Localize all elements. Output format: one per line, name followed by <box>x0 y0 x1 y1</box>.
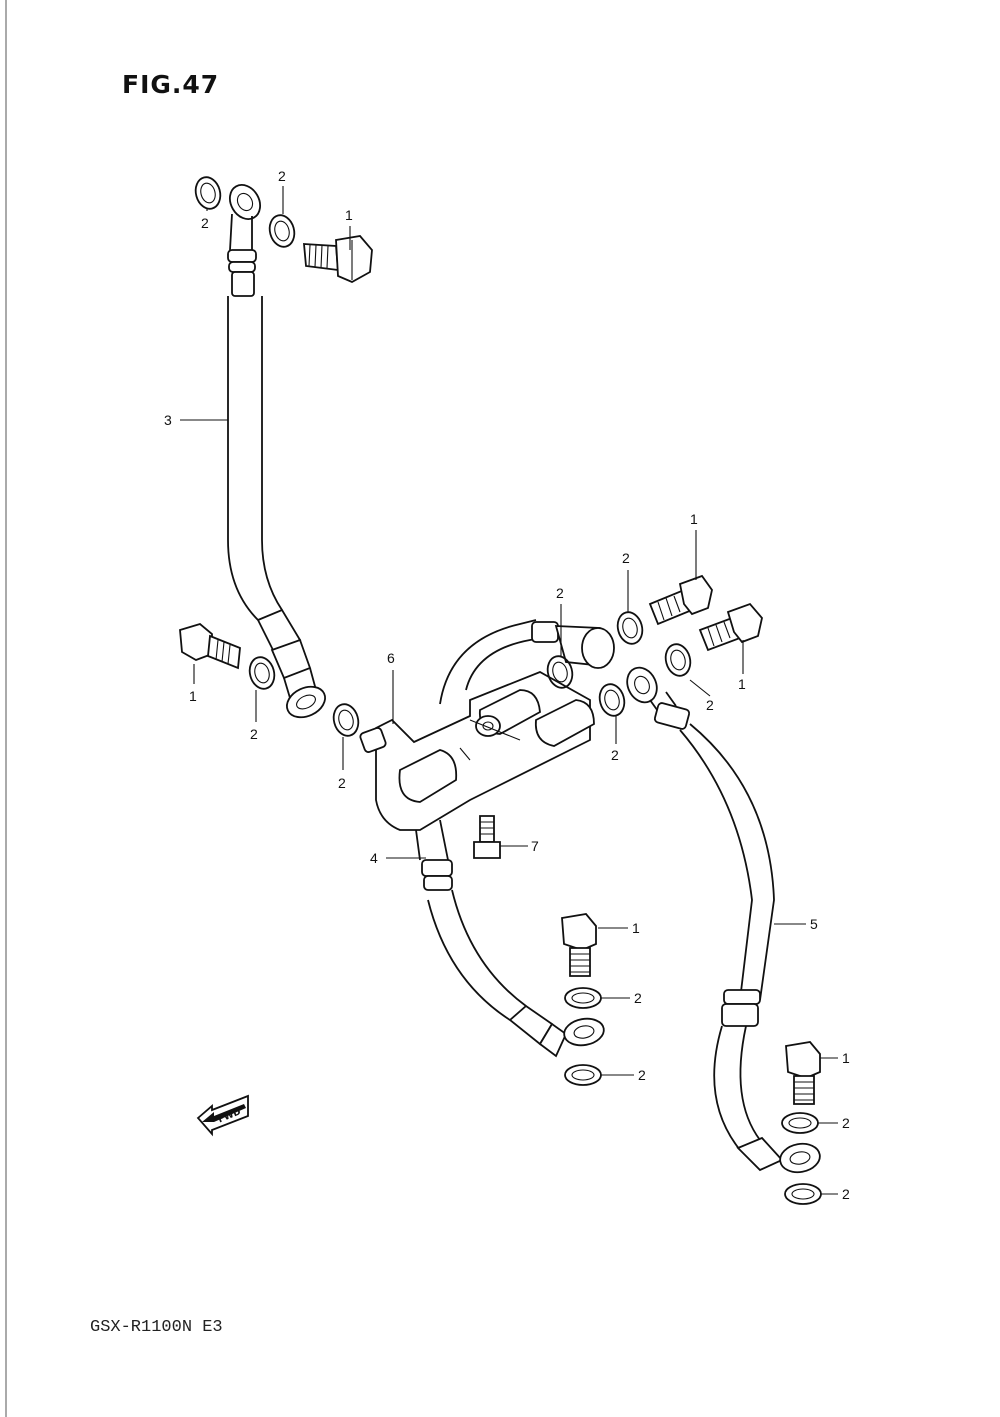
callout-2-lower-mid-a: 2 <box>634 990 642 1006</box>
banjo-bolt-lower-right <box>785 1041 821 1105</box>
brake-hose-4 <box>415 819 605 1058</box>
callout-3: 3 <box>164 412 172 428</box>
washer-left-b <box>332 703 360 737</box>
banjo-bolt-left <box>179 622 241 670</box>
banjo-bolt-right-b <box>698 602 763 652</box>
washer-left-a <box>248 656 276 690</box>
callout-1-right-a: 1 <box>690 511 698 527</box>
callout-1-top: 1 <box>345 207 353 223</box>
callout-1-left: 1 <box>189 688 197 704</box>
callout-1-right-b: 1 <box>738 676 746 692</box>
washer-lower-right-b <box>784 1183 822 1205</box>
callout-1-lower-mid: 1 <box>632 920 640 936</box>
callout-7: 7 <box>531 838 539 854</box>
callout-labels: 1 2 2 3 1 2 2 6 2 2 1 1 2 2 4 7 5 1 2 2 … <box>164 168 850 1202</box>
model-code: GSX-R1100N E3 <box>90 1318 223 1337</box>
washer-center-a <box>546 655 574 689</box>
callout-2-right-a: 2 <box>622 550 630 566</box>
callout-2-top-mid: 2 <box>278 168 286 184</box>
callout-2-lower-right-a: 2 <box>842 1115 850 1131</box>
banjo-bolt-lower-mid <box>561 913 597 977</box>
washer-top-left <box>194 176 222 210</box>
callout-2-right-b: 2 <box>706 697 714 713</box>
callout-5: 5 <box>810 916 818 932</box>
callout-1-lower-right: 1 <box>842 1050 850 1066</box>
washer-lower-mid-a <box>564 987 602 1009</box>
brake-hose-5 <box>626 666 821 1174</box>
callout-2-left-b: 2 <box>338 775 346 791</box>
callout-2-lower-right-b: 2 <box>842 1186 850 1202</box>
bleeder-screw-7 <box>473 815 501 859</box>
callout-2-left-a: 2 <box>250 726 258 742</box>
washer-lower-right-a <box>781 1112 819 1134</box>
washer-right-b <box>664 643 692 677</box>
brake-hose-3 <box>227 184 326 719</box>
banjo-bolt-right-a <box>648 574 713 626</box>
brake-hose-joint-6 <box>359 671 595 831</box>
brake-hose-4-upper-loop <box>439 619 615 705</box>
callout-4: 4 <box>370 850 378 866</box>
callout-leaders <box>180 186 838 1195</box>
callout-2-center-a: 2 <box>556 585 564 601</box>
callout-2-top-left: 2 <box>201 215 209 231</box>
banjo-bolt-top <box>303 235 373 284</box>
washer-center-b <box>598 683 626 717</box>
fwd-arrow-icon: FWD <box>196 1094 249 1137</box>
washer-lower-mid-b <box>564 1064 602 1086</box>
washer-top-mid <box>268 214 296 248</box>
figure-title: FIG.47 <box>122 70 220 99</box>
callout-2-center-b: 2 <box>611 747 619 763</box>
callout-6: 6 <box>387 650 395 666</box>
washer-right-a <box>616 611 644 645</box>
callout-2-lower-mid-b: 2 <box>638 1067 646 1083</box>
